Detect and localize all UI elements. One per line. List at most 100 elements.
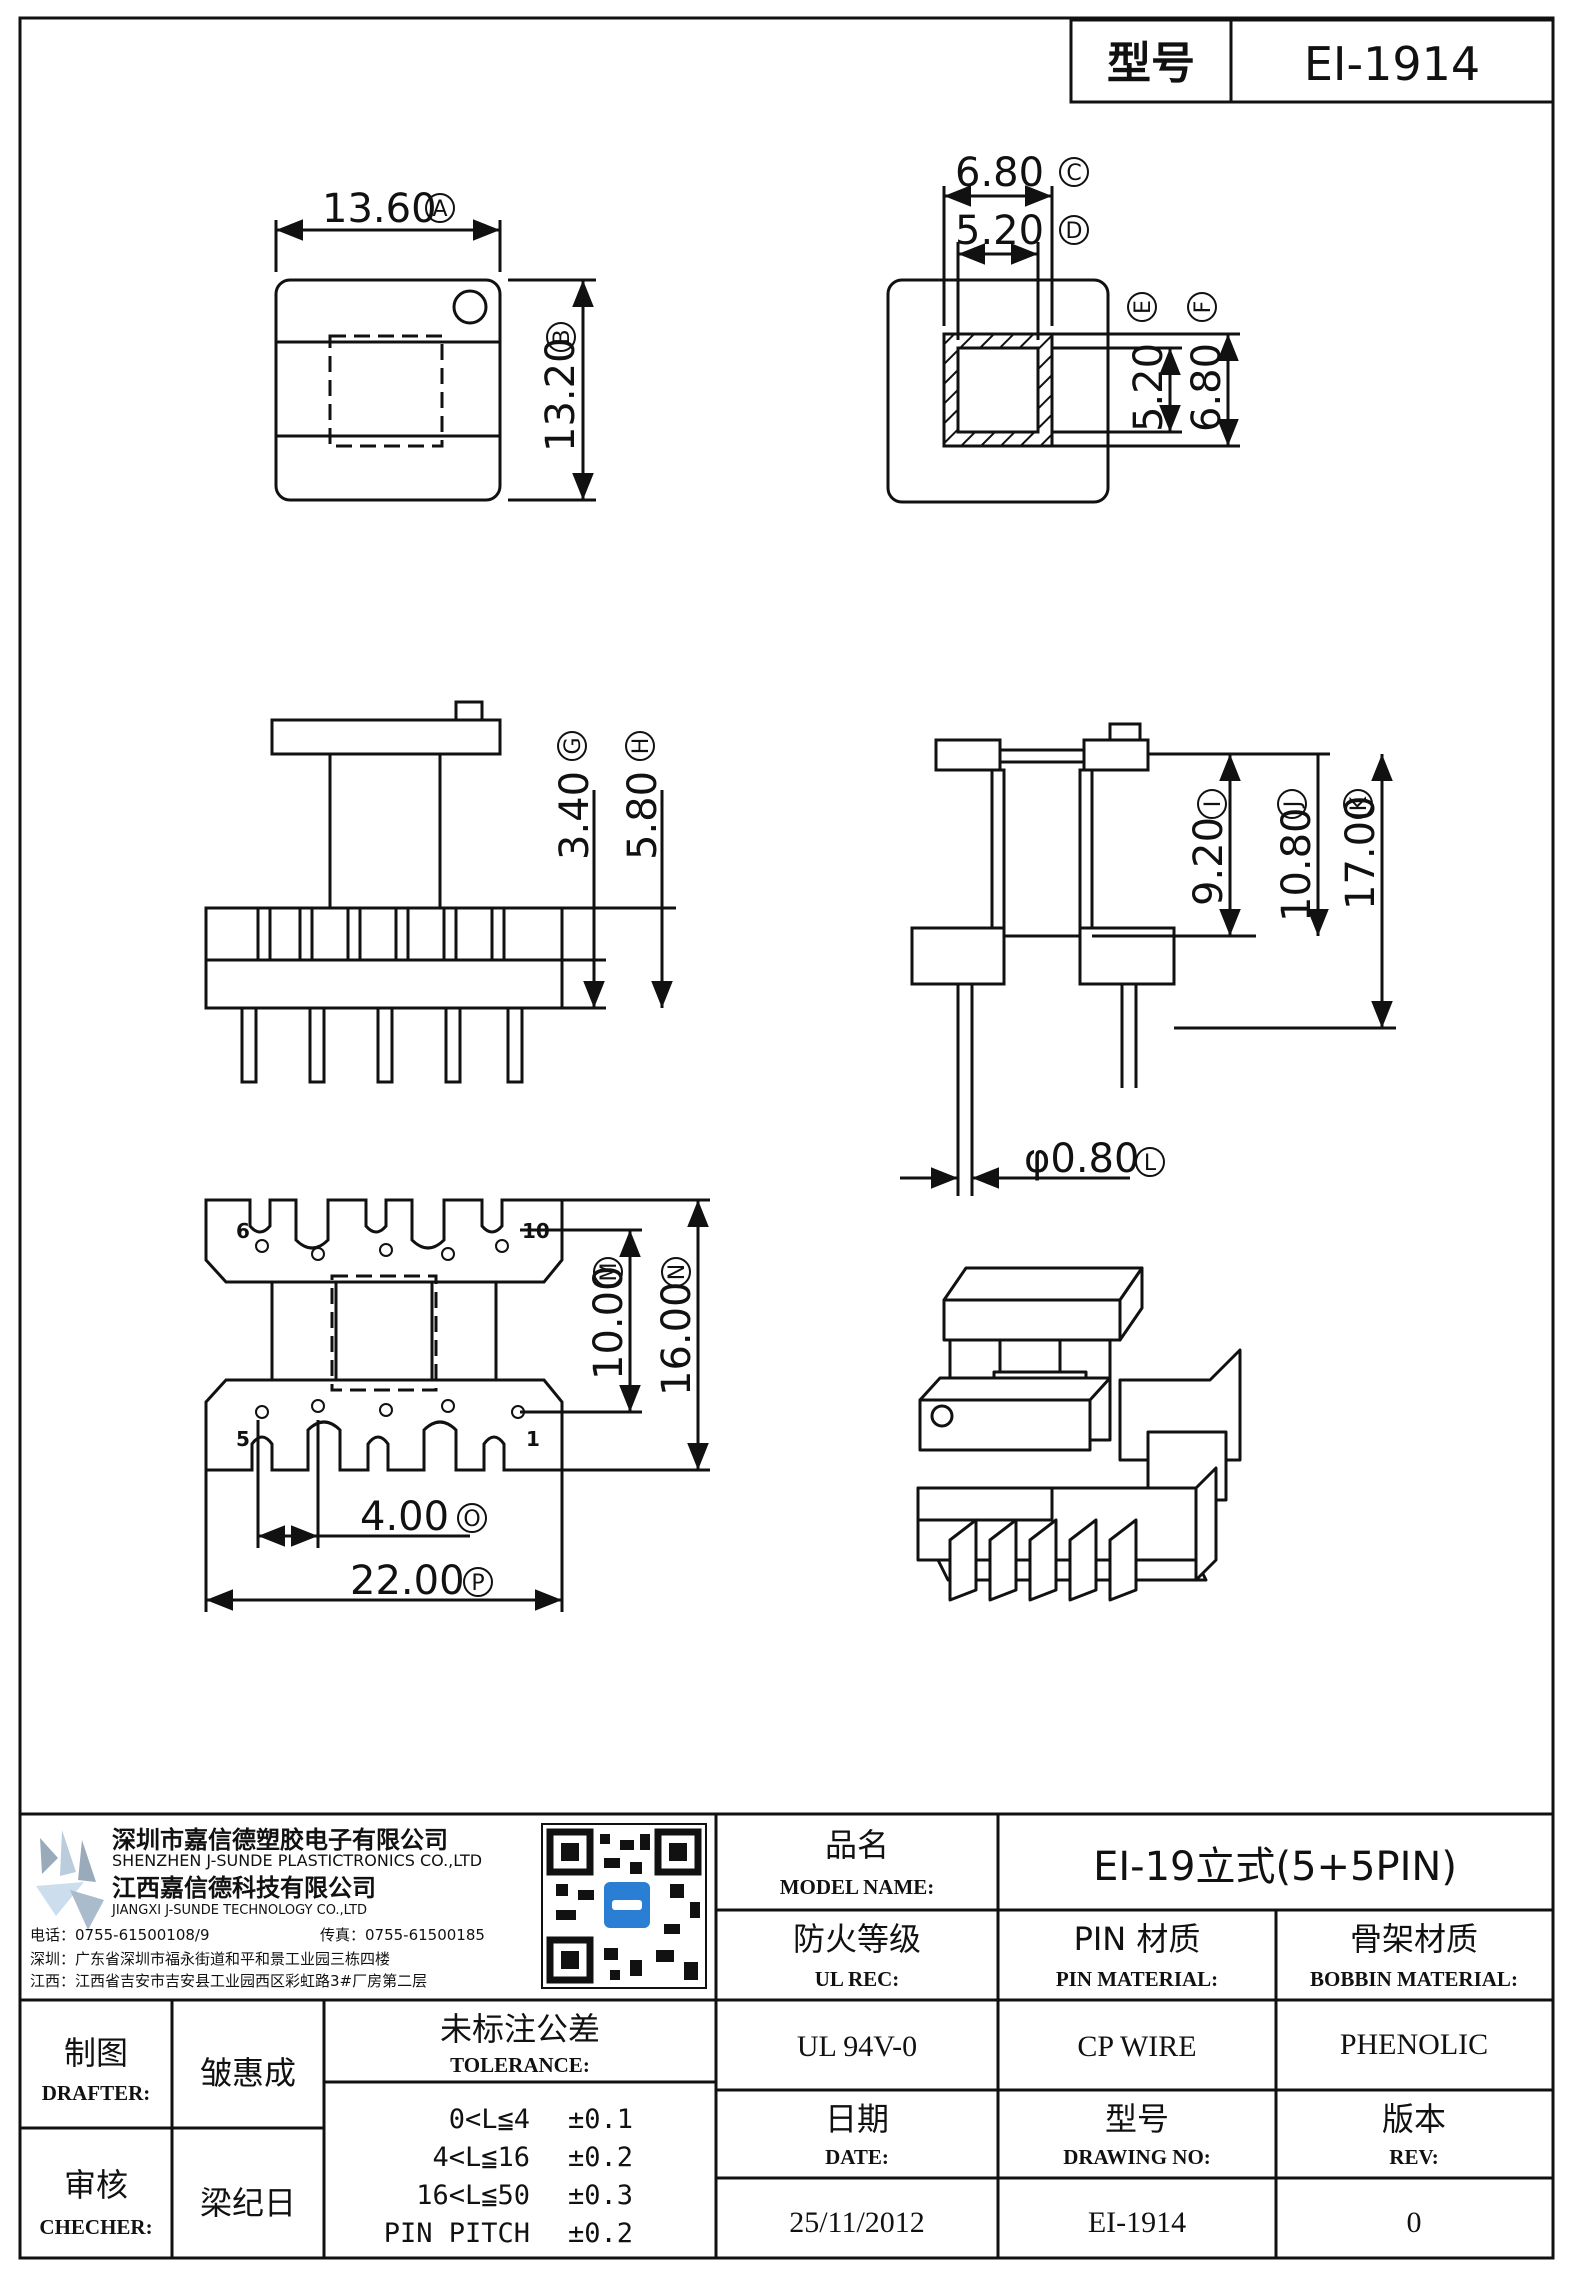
checker-label-cn: 审核 [64, 2166, 128, 2204]
dim-e-value: 5.20 [1126, 343, 1172, 432]
company-tel: 电话：0755-61500108/9 [30, 1926, 210, 1944]
tolerance-range-1: 0<L≦4 [449, 2104, 530, 2135]
dim-i-bubble: I [1197, 789, 1227, 819]
dim-b-value: 13.20 [538, 337, 584, 452]
header-model-label: 型号 [1107, 38, 1195, 89]
dim-o-value: 4.00 [360, 1494, 449, 1540]
tolerance-value-2: ±0.2 [568, 2142, 633, 2173]
drawing-no-label-en: DRAWING NO: [1063, 2145, 1211, 2169]
bottom-view-pin-holes [255, 1239, 525, 1419]
pin-material-label-en: PIN MATERIAL: [1056, 1967, 1218, 1991]
svg-text:J: J [1281, 801, 1306, 810]
dim-o-bubble: O [457, 1503, 487, 1533]
pin-material-value: CP WIRE [1077, 2030, 1196, 2063]
title-block-grid [20, 1812, 1553, 2258]
svg-text:M: M [597, 1263, 622, 1282]
dim-a-value: 13.60 [322, 186, 437, 232]
company-name-jx-en: JIANGXI J-SUNDE TECHNOLOGY CO.,LTD [111, 1903, 367, 1918]
rev-label-en: REV: [1389, 2145, 1438, 2169]
svg-text:E: E [1131, 300, 1156, 314]
bottom-view-dimensions [204, 1198, 710, 1612]
dim-g-bubble: G [557, 731, 587, 761]
pin-number-5: 5 [236, 1427, 250, 1451]
tolerance-range-2: 4<L≦16 [432, 2142, 530, 2173]
ul-rec-label-cn: 防火等级 [793, 1920, 921, 1958]
tolerance-range-3: 16<L≦50 [416, 2180, 530, 2211]
svg-text:N: N [665, 1264, 690, 1280]
company-name-sz: 深圳市嘉信德塑胶电子有限公司 [112, 1826, 448, 1854]
svg-text:P: P [471, 1571, 484, 1596]
tolerance-range-4: PIN PITCH [384, 2218, 530, 2249]
dim-n-value: 16.00 [654, 1281, 700, 1396]
side-view [900, 722, 1396, 1196]
dim-n-bubble: N [661, 1257, 691, 1287]
dim-k-bubble: K [1343, 789, 1373, 819]
ul-rec-value: UL 94V-0 [797, 2030, 917, 2063]
drawing-no-label-cn: 型号 [1105, 2100, 1169, 2138]
company-address-sz: 深圳：广东省深圳市福永街道和平和景工业园三栋四楼 [30, 1950, 390, 1968]
tolerance-value-1: ±0.1 [568, 2104, 633, 2135]
model-name-label-en: MODEL NAME: [780, 1875, 935, 1899]
dim-h-bubble: H [625, 731, 655, 761]
ul-rec-label-en: UL REC: [815, 1967, 900, 1991]
tolerance-label-cn: 未标注公差 [440, 2010, 600, 2048]
rev-value: 0 [1407, 2206, 1422, 2239]
dim-f-bubble: F [1187, 292, 1217, 322]
model-name-value: EI-19立式(5+5PIN) [1093, 1844, 1457, 1890]
dim-i-value: 9.20 [1186, 817, 1232, 906]
bottom-view [204, 1198, 564, 1472]
bobbin-material-value: PHENOLIC [1340, 2028, 1488, 2061]
company-fax: 传真：0755-61500185 [320, 1926, 485, 1944]
dim-m-bubble: M [593, 1257, 623, 1287]
svg-text:A: A [432, 197, 447, 222]
rev-label-cn: 版本 [1382, 2100, 1446, 2138]
company-logo [36, 1830, 104, 1930]
dim-l-bubble: L [1135, 1147, 1165, 1177]
checker-name: 梁纪日 [200, 2184, 296, 2222]
drafter-name: 皱惠成 [200, 2054, 296, 2092]
svg-text:L: L [1144, 1151, 1157, 1176]
company-name-jx: 江西嘉信德科技有限公司 [112, 1874, 376, 1902]
dim-j-value: 10.80 [1274, 807, 1320, 922]
tolerance-label-en: TOLERANCE: [450, 2053, 590, 2077]
dim-f-value: 6.80 [1184, 343, 1230, 432]
pin-number-1: 1 [526, 1427, 540, 1451]
svg-text:B: B [550, 329, 575, 344]
front-view [204, 700, 676, 1084]
svg-text:H: H [629, 738, 654, 755]
bobbin-material-label-en: BOBBIN MATERIAL: [1310, 1967, 1518, 1991]
dim-h-value: 5.80 [620, 771, 666, 860]
model-name-label-cn: 品名 [825, 1826, 889, 1864]
dim-l-value: φ0.80 [1024, 1136, 1139, 1182]
svg-text:I: I [1201, 801, 1226, 808]
date-label-en: DATE: [825, 2145, 889, 2169]
svg-text:D: D [1066, 219, 1083, 244]
dim-d-value: 5.20 [955, 208, 1044, 254]
dim-b-bubble: B [546, 322, 576, 352]
dim-c-value: 6.80 [955, 150, 1044, 196]
pin-material-label-cn: PIN 材质 [1074, 1920, 1201, 1958]
tolerance-value-4: ±0.2 [568, 2218, 633, 2249]
qr-code-icon [541, 1823, 707, 1989]
dim-g-value: 3.40 [552, 771, 598, 860]
dim-j-bubble: J [1277, 789, 1307, 819]
dim-m-value: 10.00 [586, 1265, 632, 1380]
top-view [274, 219, 596, 502]
dim-p-bubble: P [463, 1567, 493, 1597]
dim-c-bubble: C [1059, 157, 1089, 187]
isometric-view [916, 1266, 1242, 1602]
dim-k-value: 17.00 [1338, 795, 1384, 910]
dim-a-bubble: A [425, 193, 455, 223]
dim-p-value: 22.00 [350, 1558, 465, 1604]
svg-text:O: O [463, 1507, 480, 1532]
pin-number-6: 6 [236, 1219, 250, 1243]
header-model-box: 型号 EI-1914 [1069, 18, 1555, 104]
company-name-sz-en: SHENZHEN J-SUNDE PLASTICTRONICS CO.,LTD [112, 1851, 482, 1870]
svg-text:C: C [1066, 161, 1081, 186]
bobbin-material-label-cn: 骨架材质 [1350, 1920, 1478, 1958]
drafter-label-en: DRAFTER: [42, 2081, 151, 2105]
dim-e-bubble: E [1127, 292, 1157, 322]
date-label-cn: 日期 [825, 2100, 889, 2138]
dim-d-bubble: D [1059, 215, 1089, 245]
